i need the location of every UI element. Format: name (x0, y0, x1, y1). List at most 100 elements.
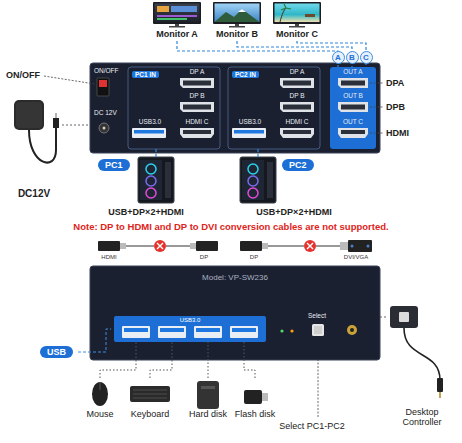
node-text: USB+DP×2+HDMI (238, 207, 350, 217)
connector (237, 41, 352, 67)
connector (155, 149, 156, 157)
node-text: USB3.0 (114, 317, 266, 324)
callout-letter: C (360, 51, 373, 64)
connector (380, 317, 386, 318)
input-port-group: PC1 INDP ADP BUSB3.0HDMI C (128, 67, 220, 149)
monitor-illustration (273, 2, 321, 24)
power-adapter (29, 128, 56, 163)
not-supported-mark (154, 240, 166, 252)
switch-front-panel (290, 329, 293, 332)
annotation: ON/OFF (6, 70, 46, 80)
monitor-illustration (157, 18, 187, 20)
monitor-illustration (295, 24, 299, 26)
node-text: Keyboard (127, 409, 173, 419)
usb-device-icon (100, 382, 101, 390)
cable-icon (367, 245, 370, 248)
port-symbol (280, 128, 314, 138)
port-symbol (183, 81, 211, 86)
pc-tower (242, 160, 264, 200)
computer: PC2USB+DP×2+HDMI (238, 157, 350, 219)
node-text: DP A (178, 68, 216, 75)
node-text: HDMI C (278, 118, 316, 125)
switch-front-panel (314, 326, 322, 334)
switch-front-panel (232, 328, 256, 332)
usb-device: Flash disk (231, 378, 279, 420)
cable-icon (166, 246, 190, 247)
annotation: Note: DP to HDMI and DP to DVI conversio… (0, 222, 462, 233)
port-symbol (280, 78, 314, 88)
port-symbol (183, 130, 211, 134)
desktop-controller (439, 392, 441, 398)
monitor: Monitor B (209, 1, 265, 41)
port-symbol (283, 130, 311, 134)
annotation: HDMI (94, 254, 124, 261)
switch-front-panel (122, 326, 150, 338)
monitor-illustration (289, 26, 305, 28)
usb-device-icon (130, 386, 170, 402)
cable-icon (98, 241, 120, 251)
desktop-controller (404, 328, 440, 380)
cable-icon (120, 243, 126, 249)
switch-front-panel (114, 316, 266, 342)
port-symbol (132, 128, 166, 138)
output-port-group: OUT AOUT BOUT C (330, 67, 376, 149)
annotation: DP (189, 254, 219, 261)
cable-icon (268, 246, 304, 247)
node-text: OUT C (330, 118, 376, 125)
usb-device-icon (262, 393, 268, 401)
pc-tower (146, 176, 156, 186)
pc-tower (146, 164, 156, 174)
cable-icon (316, 246, 340, 247)
annotation: HDMI (386, 128, 409, 138)
switch-rear-panel (90, 63, 380, 153)
port-symbol (132, 78, 368, 138)
port-symbol (234, 130, 264, 134)
switch-front-panel (194, 326, 222, 338)
not-supported-mark (157, 243, 163, 249)
monitor-illustration (155, 4, 200, 23)
port-symbol (338, 78, 368, 88)
not-supported-mark (154, 240, 316, 252)
cable-icon (196, 241, 218, 251)
usb-device: Keyboard (127, 378, 173, 420)
monitor-illustration (169, 26, 185, 28)
node-text: DP B (278, 92, 316, 99)
switch-front-panel (280, 329, 283, 332)
node-text: PC2 (282, 159, 314, 171)
monitor-illustration (213, 2, 261, 24)
switch-rear-panel (97, 78, 109, 96)
leader-line (44, 76, 95, 84)
cable-icon (348, 240, 372, 252)
port-symbol (180, 128, 214, 138)
connector (62, 125, 90, 126)
switch-rear-panel (128, 67, 220, 149)
switch-rear-panel (228, 67, 320, 149)
switch-front-panel (158, 326, 186, 338)
power-adapter (14, 100, 59, 163)
pc-tower (138, 157, 276, 203)
pc-tower (240, 157, 276, 203)
cable-icon (351, 245, 354, 248)
node-text: USB3.0 (230, 118, 270, 125)
port-symbol (283, 105, 311, 110)
monitor-illustration (275, 4, 320, 23)
cable-icon (262, 243, 268, 249)
node-text: PC2 IN (232, 71, 259, 78)
leader-line (44, 76, 383, 417)
port-symbol (183, 105, 211, 110)
node-text: OUT B (330, 92, 376, 99)
port-symbol (341, 81, 365, 86)
monitor-illustration (280, 8, 286, 22)
switch-front-panel (124, 328, 148, 332)
annotation: USB (40, 346, 73, 358)
node-text: Model: VP-SW236 (90, 273, 380, 282)
usb-device-icon (244, 390, 262, 404)
port-symbol (341, 130, 365, 134)
pc-tower (140, 160, 162, 200)
usb-device-icon (92, 381, 268, 409)
input-port-group: PC2 INDP ADP BUSB3.0HDMI C (228, 67, 320, 149)
usb-port-strip: USB3.0 (114, 316, 266, 342)
annotation: DPA (386, 78, 404, 88)
node-text: PC1 IN (132, 71, 159, 78)
